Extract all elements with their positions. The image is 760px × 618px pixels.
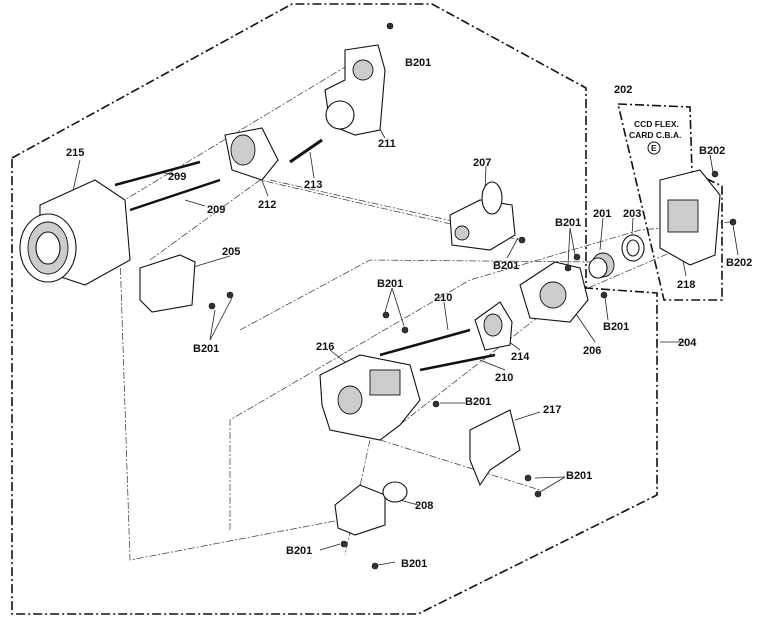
part-214-bracket [474, 301, 513, 351]
label-b201-c: B201 [493, 260, 519, 272]
label-p205: 205 [222, 246, 240, 258]
label-p204: 204 [678, 337, 697, 349]
assembly-boundary [11, 3, 658, 615]
label-p203: 203 [623, 208, 641, 220]
label-p216: 216 [316, 341, 334, 353]
ccd-card-boundary-202 [616, 103, 723, 301]
label-p217: 217 [543, 404, 561, 416]
label-p209-a: 209 [168, 171, 186, 183]
label-p209-b: 209 [207, 204, 225, 216]
screws [208, 22, 737, 570]
label-b201-d: B201 [377, 278, 403, 290]
label-b201-j: B201 [401, 558, 427, 570]
label-b201-h: B201 [566, 470, 592, 482]
part-205-plate [139, 254, 196, 313]
part-211-holder [324, 44, 386, 136]
label-ccd2: CARD C.B.A. [629, 130, 681, 140]
part-212-bracket [224, 127, 279, 181]
label-p206: 206 [583, 345, 601, 357]
part-215-lens-barrel [19, 179, 131, 286]
e-marker-circle [647, 141, 661, 155]
label-e: E [651, 143, 657, 153]
part-213-screw-shaft [289, 138, 323, 164]
label-p213: 213 [304, 179, 322, 191]
part-201-filter [588, 252, 615, 279]
label-p214: 214 [511, 351, 530, 363]
label-p207: 207 [473, 157, 491, 169]
label-b201-a: B201 [405, 57, 431, 69]
label-p218: 218 [677, 279, 695, 291]
label-p208: 208 [415, 500, 433, 512]
label-b202-b: B202 [726, 257, 752, 269]
label-b201-g: B201 [465, 396, 491, 408]
label-b201-i: B201 [286, 545, 312, 557]
label-p215: 215 [66, 147, 84, 159]
label-b201-e: B201 [603, 321, 629, 333]
part-210-shafts [379, 328, 496, 372]
label-p210-b: 210 [495, 372, 513, 384]
part-218-ccd-board [659, 169, 721, 266]
label-p202: 202 [614, 84, 632, 96]
label-p201: 201 [593, 208, 611, 220]
label-b202-a: B202 [699, 145, 725, 157]
label-p210-a: 210 [434, 292, 452, 304]
part-207-motor [449, 181, 516, 251]
part-217-plate [469, 409, 521, 487]
part-203-ring [621, 234, 645, 262]
part-208-motor [334, 481, 408, 536]
part-209-guide-shafts [114, 160, 221, 212]
label-p212: 212 [258, 199, 276, 211]
label-b201-b: B201 [555, 217, 581, 229]
label-p211: 211 [378, 138, 396, 150]
part-216-main-frame [319, 354, 421, 441]
label-ccd1: CCD FLEX. [634, 119, 679, 129]
label-b201-f: B201 [193, 343, 219, 355]
part-206-holder [519, 261, 589, 323]
